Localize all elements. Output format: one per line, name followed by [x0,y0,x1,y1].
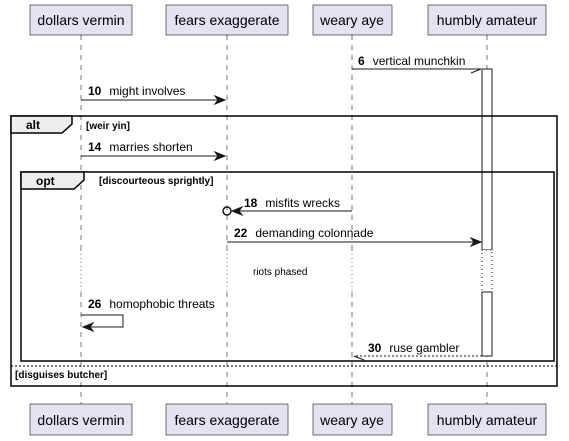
message-10-label: 10 might involves [88,82,185,99]
message-30-text: ruse gambler [389,341,459,355]
message-26-line [81,314,124,328]
participant-label: fears exaggerate [174,412,279,428]
message-30: 30 ruse gambler [353,339,482,361]
message-14-number: 14 [88,140,102,154]
participant-box [165,4,289,36]
participant-box [427,4,547,36]
message-18-endpoint-circle [222,206,232,216]
participant-box [29,403,133,436]
message-10-arrowhead [213,94,227,106]
opt-tab [20,171,85,190]
alt-guard: [weir yin] [86,121,130,132]
message-6-arrowhead [470,68,482,74]
activation-bar-lower [481,291,493,357]
message-6-number: 6 [358,54,365,68]
participant-box [312,4,393,36]
participant-box [427,403,547,436]
messages: 6 vertical munchkin 10 might involves 14… [81,52,483,361]
activation-bar-upper [481,68,493,251]
participant-box [312,403,393,436]
alt-frame [10,115,558,387]
activation-humbly-amateur [481,68,493,357]
message-14-arrowhead [213,150,227,162]
participant-bottom-fears-exaggerate[interactable]: fears exaggerate [165,403,289,436]
participant-label: dollars vermin [37,412,124,428]
opt-guard: [discourteous sprightly] [99,176,213,187]
message-22-number: 22 [234,226,248,240]
alt-else-guard: [disguises butcher] [15,370,107,381]
participant-bottom-weary-aye[interactable]: weary aye [312,403,393,436]
message-26-arrowhead [81,321,95,333]
participants-top: dollars vermin fears exaggerate weary ay… [29,4,547,36]
message-30-arrowhead [353,355,365,361]
participant-top-humbly-amateur[interactable]: humbly amateur [427,4,547,36]
message-26: 26 homophobic threats [81,295,215,333]
message-30-label: 30 ruse gambler [368,339,459,356]
participant-label: fears exaggerate [174,12,279,28]
participant-top-fears-exaggerate[interactable]: fears exaggerate [165,4,289,36]
message-26-text: homophobic threats [109,297,214,311]
message-18: 18 misfits wrecks [222,194,352,217]
message-18-text: misfits wrecks [265,196,340,210]
message-18-label: 18 misfits wrecks [244,194,340,211]
message-22-text: demanding colonnade [255,226,373,240]
activation-bar-delay [481,249,493,293]
message-14-label: 14 marries shorten [88,138,193,155]
message-14-text: marries shorten [109,140,192,154]
message-10-text: might involves [109,84,185,98]
participant-bottom-humbly-amateur[interactable]: humbly amateur [427,403,547,436]
participant-top-weary-aye[interactable]: weary aye [312,4,393,36]
message-18-number: 18 [244,196,258,210]
message-6-label: 6 vertical munchkin [358,52,465,69]
message-6-text: vertical munchkin [373,54,466,68]
message-26-label: 26 homophobic threats [88,295,215,312]
message-30-number: 30 [368,341,382,355]
participants-bottom: dollars vermin fears exaggerate weary ay… [29,403,547,436]
opt-fragment: opt [discourteous sprightly] [20,171,555,362]
delay-label: riots phased [253,267,307,278]
message-18-arrowhead [230,205,244,217]
participant-label: weary aye [319,12,384,28]
message-22: 22 demanding colonnade [227,224,483,248]
participant-label: weary aye [319,412,384,428]
message-6: 6 vertical munchkin [352,52,482,74]
participant-bottom-dollars-vermin[interactable]: dollars vermin [29,403,133,436]
alt-tab [10,115,73,134]
opt-frame [20,171,555,362]
alt-fragment: alt [weir yin] [disguises butcher] [10,115,558,387]
participant-label: humbly amateur [437,412,538,428]
participant-label: humbly amateur [437,12,538,28]
message-22-arrowhead [469,236,483,248]
message-26-number: 26 [88,297,102,311]
participant-box [29,4,133,36]
message-14: 14 marries shorten [81,138,227,162]
message-22-label: 22 demanding colonnade [234,224,374,241]
participant-top-dollars-vermin[interactable]: dollars vermin [29,4,133,36]
opt-keyword: opt [36,174,55,188]
participant-label: dollars vermin [37,12,124,28]
message-10: 10 might involves [81,82,227,106]
participant-box [165,403,289,436]
alt-keyword: alt [26,118,40,132]
message-10-number: 10 [88,84,102,98]
